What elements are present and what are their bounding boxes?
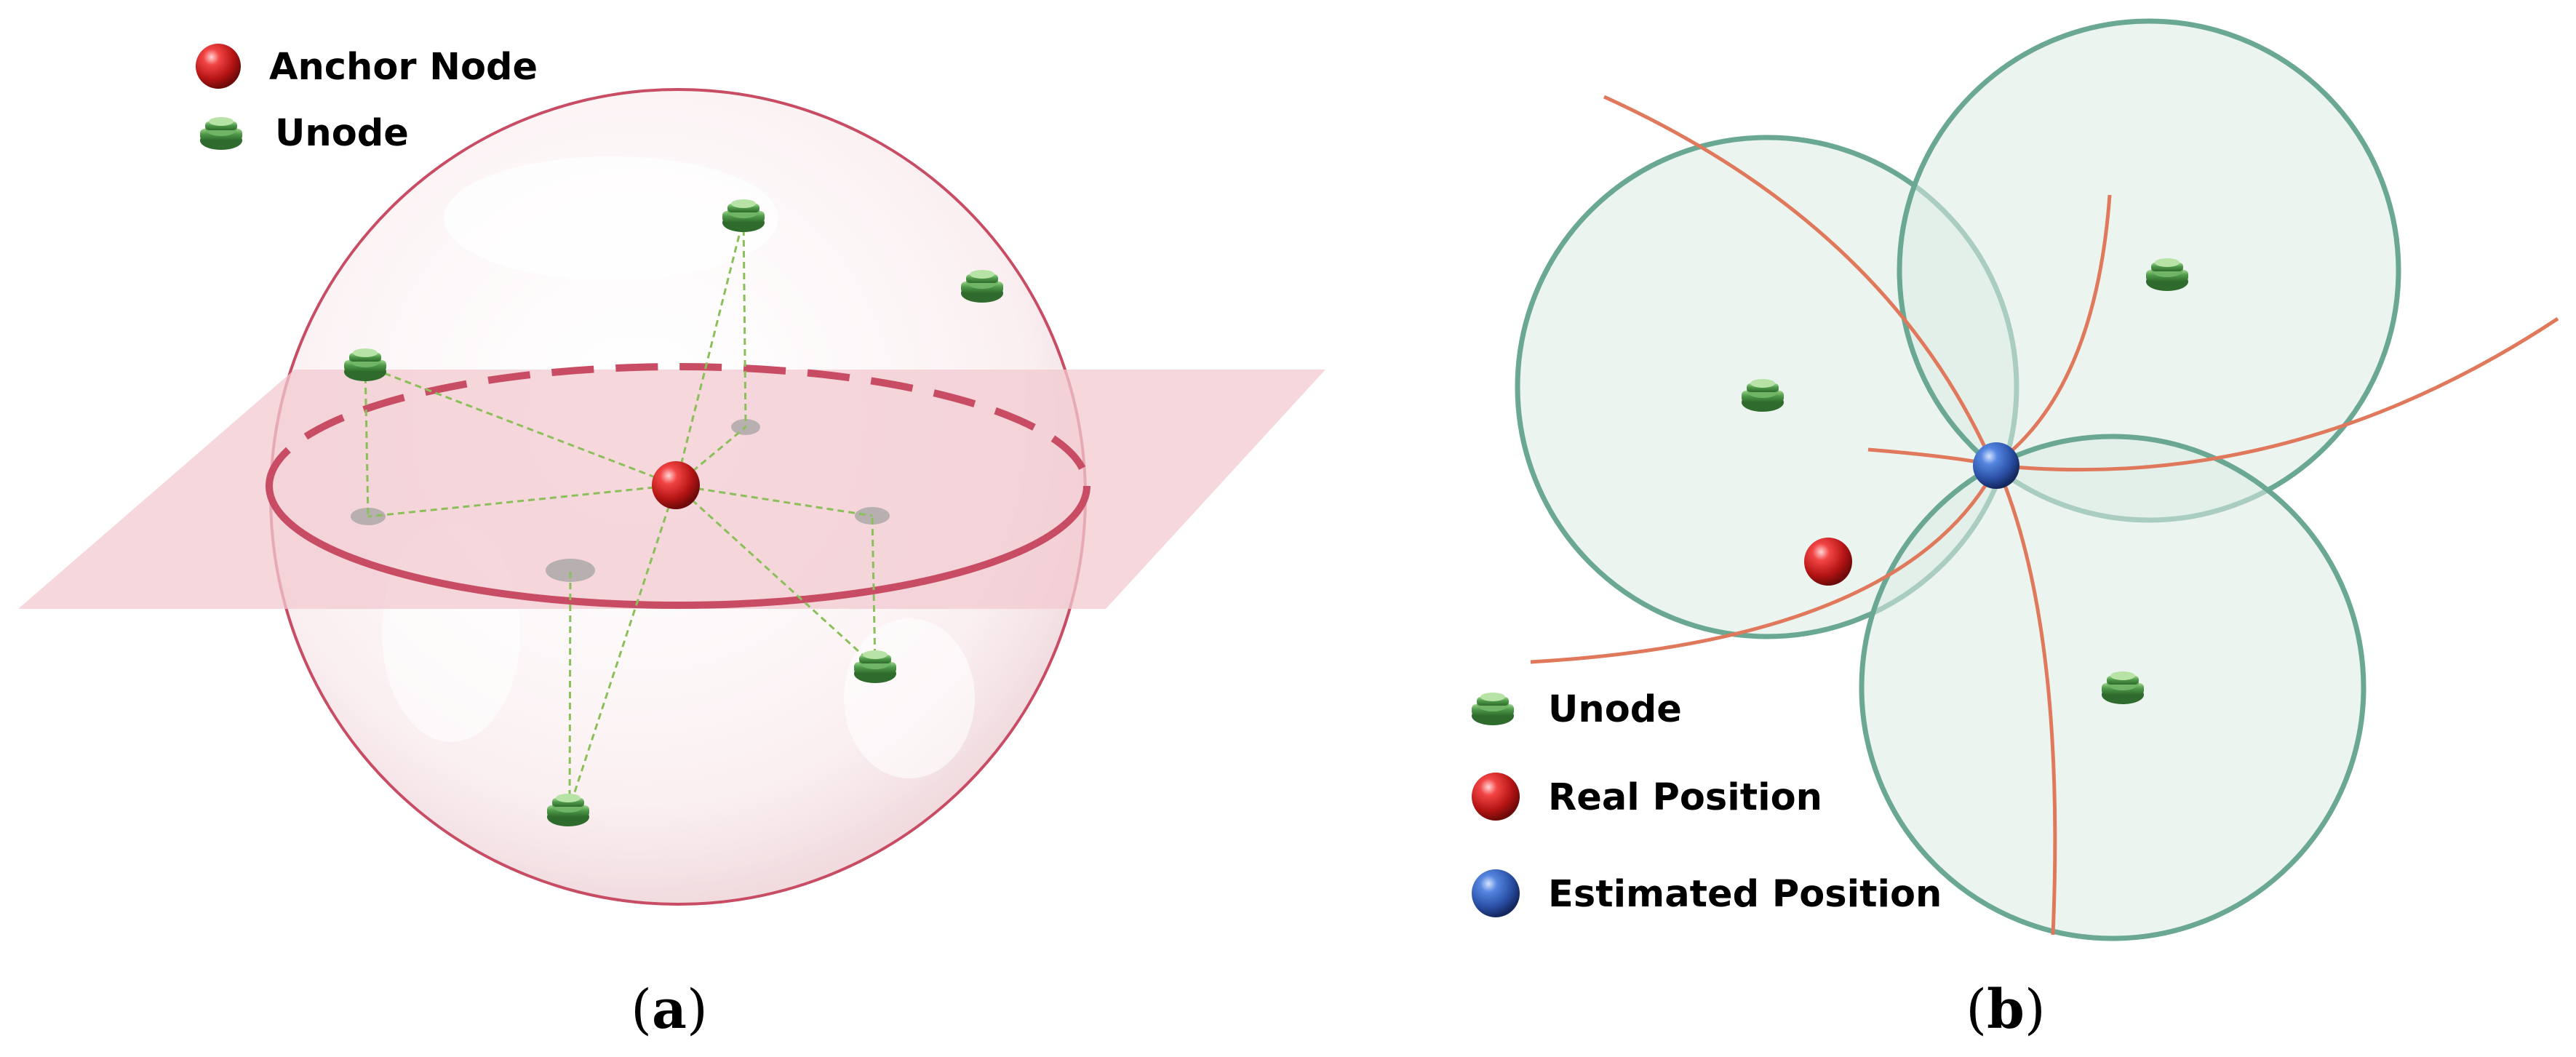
- link-line: [742, 218, 747, 428]
- panel-a: Anchor Node Unode: [18, 44, 1325, 1041]
- link-line: [674, 484, 877, 668]
- caption-open: (: [631, 978, 652, 1041]
- estimated-position-legend-icon: [1472, 869, 1520, 917]
- caption-close: ): [2025, 978, 2046, 1041]
- arc: [1530, 464, 1999, 664]
- caption-letter: a: [652, 978, 687, 1041]
- anchor-node: [652, 461, 700, 509]
- legend-estimated-label: Estimated Position: [1548, 873, 1942, 916]
- arc: [1603, 95, 1995, 467]
- equator-front: [266, 485, 1090, 609]
- unode-legend-icon: [200, 117, 242, 150]
- real-position-legend-icon: [1472, 773, 1520, 821]
- legend-a: Anchor Node Unode: [196, 44, 538, 155]
- caption-a: (a): [631, 978, 708, 1041]
- projection-shadow: [546, 559, 595, 582]
- link-line: [871, 515, 877, 667]
- link-line: [364, 365, 370, 517]
- legend-b: Unode Real Position Estimated Position: [1472, 688, 1942, 917]
- panel-b: Unode Real Position Estimated Position (…: [1472, 18, 2559, 1041]
- link-line: [675, 484, 873, 517]
- arc: [1996, 316, 2559, 472]
- link-line: [364, 364, 677, 487]
- link-line: [674, 218, 745, 486]
- anchor-node-legend-icon: [196, 44, 241, 89]
- equator-back-dashed: [266, 363, 1090, 487]
- link-line: [568, 484, 677, 808]
- legend-real-label: Real Position: [1548, 776, 1822, 819]
- estimated-position-marker: [1973, 442, 2019, 489]
- sphere-highlight: [844, 618, 975, 778]
- arc: [1992, 194, 2112, 468]
- dashed-links: [364, 218, 877, 808]
- caption-close: ): [687, 978, 708, 1041]
- legend-unode-label: Unode: [1548, 688, 1682, 731]
- unode-legend-icon: [1472, 693, 1514, 725]
- caption-letter: b: [1987, 978, 2025, 1041]
- caption-b: (b): [1966, 978, 2046, 1041]
- sphere-highlight: [444, 156, 778, 280]
- caption-open: (: [1966, 978, 1987, 1041]
- link-line: [367, 484, 677, 518]
- legend-anchor-label: Anchor Node: [269, 46, 538, 89]
- arc: [1995, 465, 2057, 936]
- real-position-marker: [1804, 538, 1852, 586]
- arcs: [1530, 95, 2559, 936]
- legend-unode-label: Unode: [275, 112, 409, 155]
